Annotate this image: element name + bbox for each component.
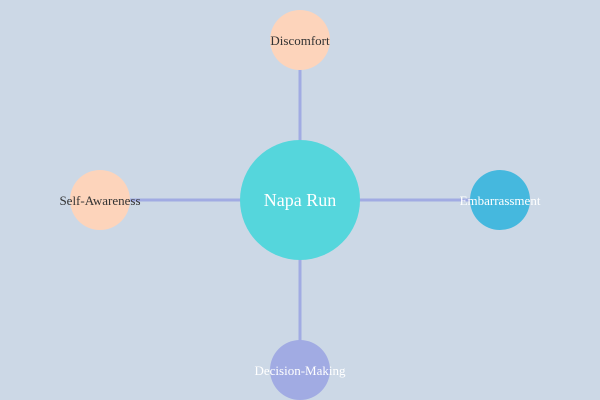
center-node: Napa Run [240,140,360,260]
node-embarrassment: Embarrassment [460,170,541,230]
node-self-awareness: Self-Awareness [59,170,141,230]
node-embarrassment-circle [470,170,530,230]
node-decision-making-circle [270,340,330,400]
node-self-awareness-circle [70,170,130,230]
node-decision-making: Decision-Making [255,340,346,400]
node-discomfort-circle [270,10,330,70]
node-embarrassment-label: Embarrassment [460,193,541,208]
node-discomfort: Discomfort [270,10,330,70]
node-decision-making-label: Decision-Making [255,363,346,378]
center-node-circle [240,140,360,260]
node-discomfort-label: Discomfort [270,33,330,48]
node-self-awareness-label: Self-Awareness [59,193,140,208]
center-node-label: Napa Run [264,190,336,210]
